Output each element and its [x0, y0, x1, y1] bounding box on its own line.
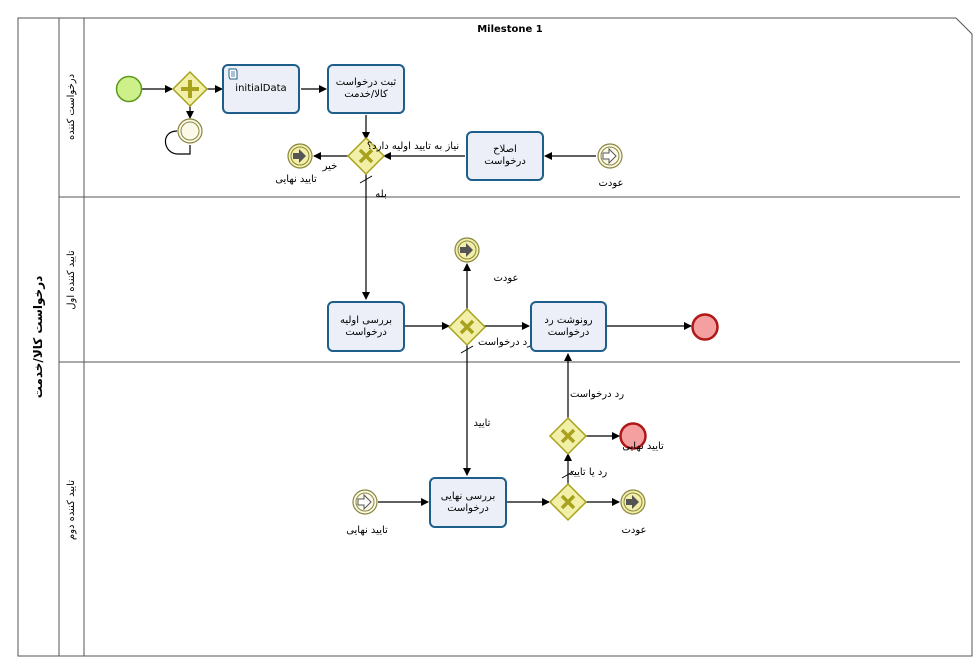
lane-label-requester: درخواست کننده — [66, 74, 77, 140]
label-return-lane1: عودت — [599, 178, 624, 189]
label-final-approval-end: تایید نهایی — [622, 441, 664, 452]
script-icon — [228, 68, 238, 80]
label-final-approval-signal: تایید نهایی — [275, 174, 317, 185]
task-copy-reject[interactable]: رونوشت رد درخواست — [530, 301, 607, 352]
label-no: خیر — [322, 161, 338, 172]
exclusive-gateway-initial-review[interactable] — [447, 307, 487, 347]
pool-label: درخواست کالا/خدمت — [31, 276, 46, 399]
exclusive-gateway-reject-branch[interactable] — [548, 416, 588, 456]
label-reject-request-lane2: رد درخواست — [478, 337, 532, 348]
task-register-request-label: ثبت درخواست کالا/خدمت — [335, 77, 397, 100]
task-initial-review-label: بررسی اولیه درخواست — [339, 314, 393, 338]
label-yes: بله — [375, 189, 386, 200]
task-fix-request[interactable]: اصلاح درخواست — [466, 131, 544, 181]
task-final-review[interactable]: بررسی نهایی درخواست — [429, 477, 507, 528]
signal-throw-event-return[interactable] — [454, 237, 480, 263]
lane-label-first-approver: تایید کننده اول — [66, 250, 77, 310]
start-event[interactable] — [115, 75, 143, 103]
task-initial-review[interactable]: بررسی اولیه درخواست — [327, 301, 405, 352]
label-final-approval-start: تایید نهایی — [346, 525, 388, 536]
label-reject-request-lane3: رد درخواست — [570, 389, 624, 400]
task-initial-data[interactable]: initialData — [222, 64, 300, 114]
end-event-final-approval[interactable] — [619, 422, 647, 450]
task-copy-reject-label: رونوشت رد درخواست — [544, 314, 593, 338]
intermediate-timer-event[interactable] — [177, 118, 203, 144]
task-register-request[interactable]: ثبت درخواست کالا/خدمت — [327, 64, 405, 114]
label-return-lane2: عودت — [494, 273, 519, 284]
pool — [17, 17, 973, 657]
task-fix-request-label: اصلاح درخواست — [484, 144, 526, 167]
parallel-gateway[interactable] — [171, 70, 209, 108]
label-reject-or-approve: رد یا تایید — [569, 467, 608, 478]
label-approve: تایید — [474, 418, 491, 429]
milestone-label: Milestone 1 — [477, 24, 543, 35]
label-return-lane3: عودت — [622, 525, 647, 536]
lane-label-second-approver: تایید کننده دوم — [66, 480, 77, 540]
signal-catch-event-final-approval[interactable] — [352, 489, 378, 515]
task-initial-data-label: initialData — [235, 83, 287, 94]
signal-catch-event-return[interactable] — [597, 143, 623, 169]
signal-throw-event-final-approval[interactable] — [287, 143, 313, 169]
exclusive-gateway-reject-or-approve[interactable] — [548, 482, 588, 522]
exclusive-gateway-need-approval[interactable] — [346, 136, 386, 176]
task-final-review-label: بررسی نهایی درخواست — [440, 490, 496, 514]
label-need-initial-approval: نیاز به تایید اولیه دارد؟ — [367, 141, 459, 152]
sequence-flows — [142, 85, 692, 506]
end-event-reject[interactable] — [691, 313, 719, 341]
signal-throw-event-return-lane3[interactable] — [620, 489, 646, 515]
